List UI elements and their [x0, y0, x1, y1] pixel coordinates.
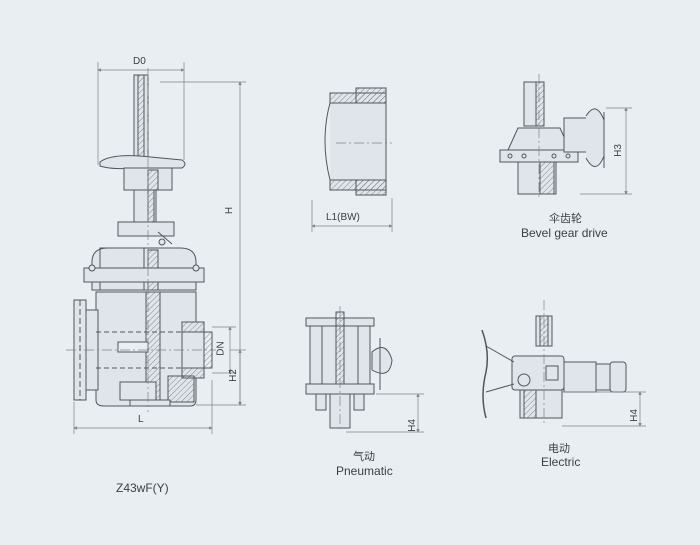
dim-h4-electric-label: H4	[628, 409, 640, 422]
dim-h3-label: H3	[612, 144, 624, 157]
main-valve-view	[66, 68, 216, 412]
pneumatic-figure	[305, 306, 424, 433]
dim-h2-label: H2	[227, 369, 239, 382]
dim-h4-pneumatic-label: H4	[406, 419, 418, 432]
butt-weld-detail	[311, 87, 393, 232]
pneumatic-label-en: Pneumatic	[336, 464, 393, 478]
pneumatic-label-zh: 气动	[353, 450, 375, 463]
dim-l1-label: L1(BW)	[326, 212, 360, 223]
dim-dn-label: DN	[215, 341, 227, 356]
hand-lever	[99, 155, 186, 170]
yoke-flange	[117, 221, 175, 237]
dim-h-label: H	[224, 206, 236, 215]
bonnet-flange	[83, 267, 205, 283]
electric-label-en: Electric	[541, 455, 581, 469]
bevel-gear-label-en: Bevel gear drive	[521, 226, 608, 240]
bevel-gear-figure	[499, 74, 632, 200]
bevel-gear-label-zh: 伞齿轮	[549, 212, 582, 225]
electric-label-zh: 电动	[548, 442, 570, 455]
dim-d0-label: D0	[133, 56, 146, 67]
valve-model-label: Z43wF(Y)	[116, 481, 169, 495]
main-view-dimensions	[73, 62, 246, 434]
dim-l-label: L	[138, 414, 144, 425]
electric-figure	[481, 300, 646, 427]
